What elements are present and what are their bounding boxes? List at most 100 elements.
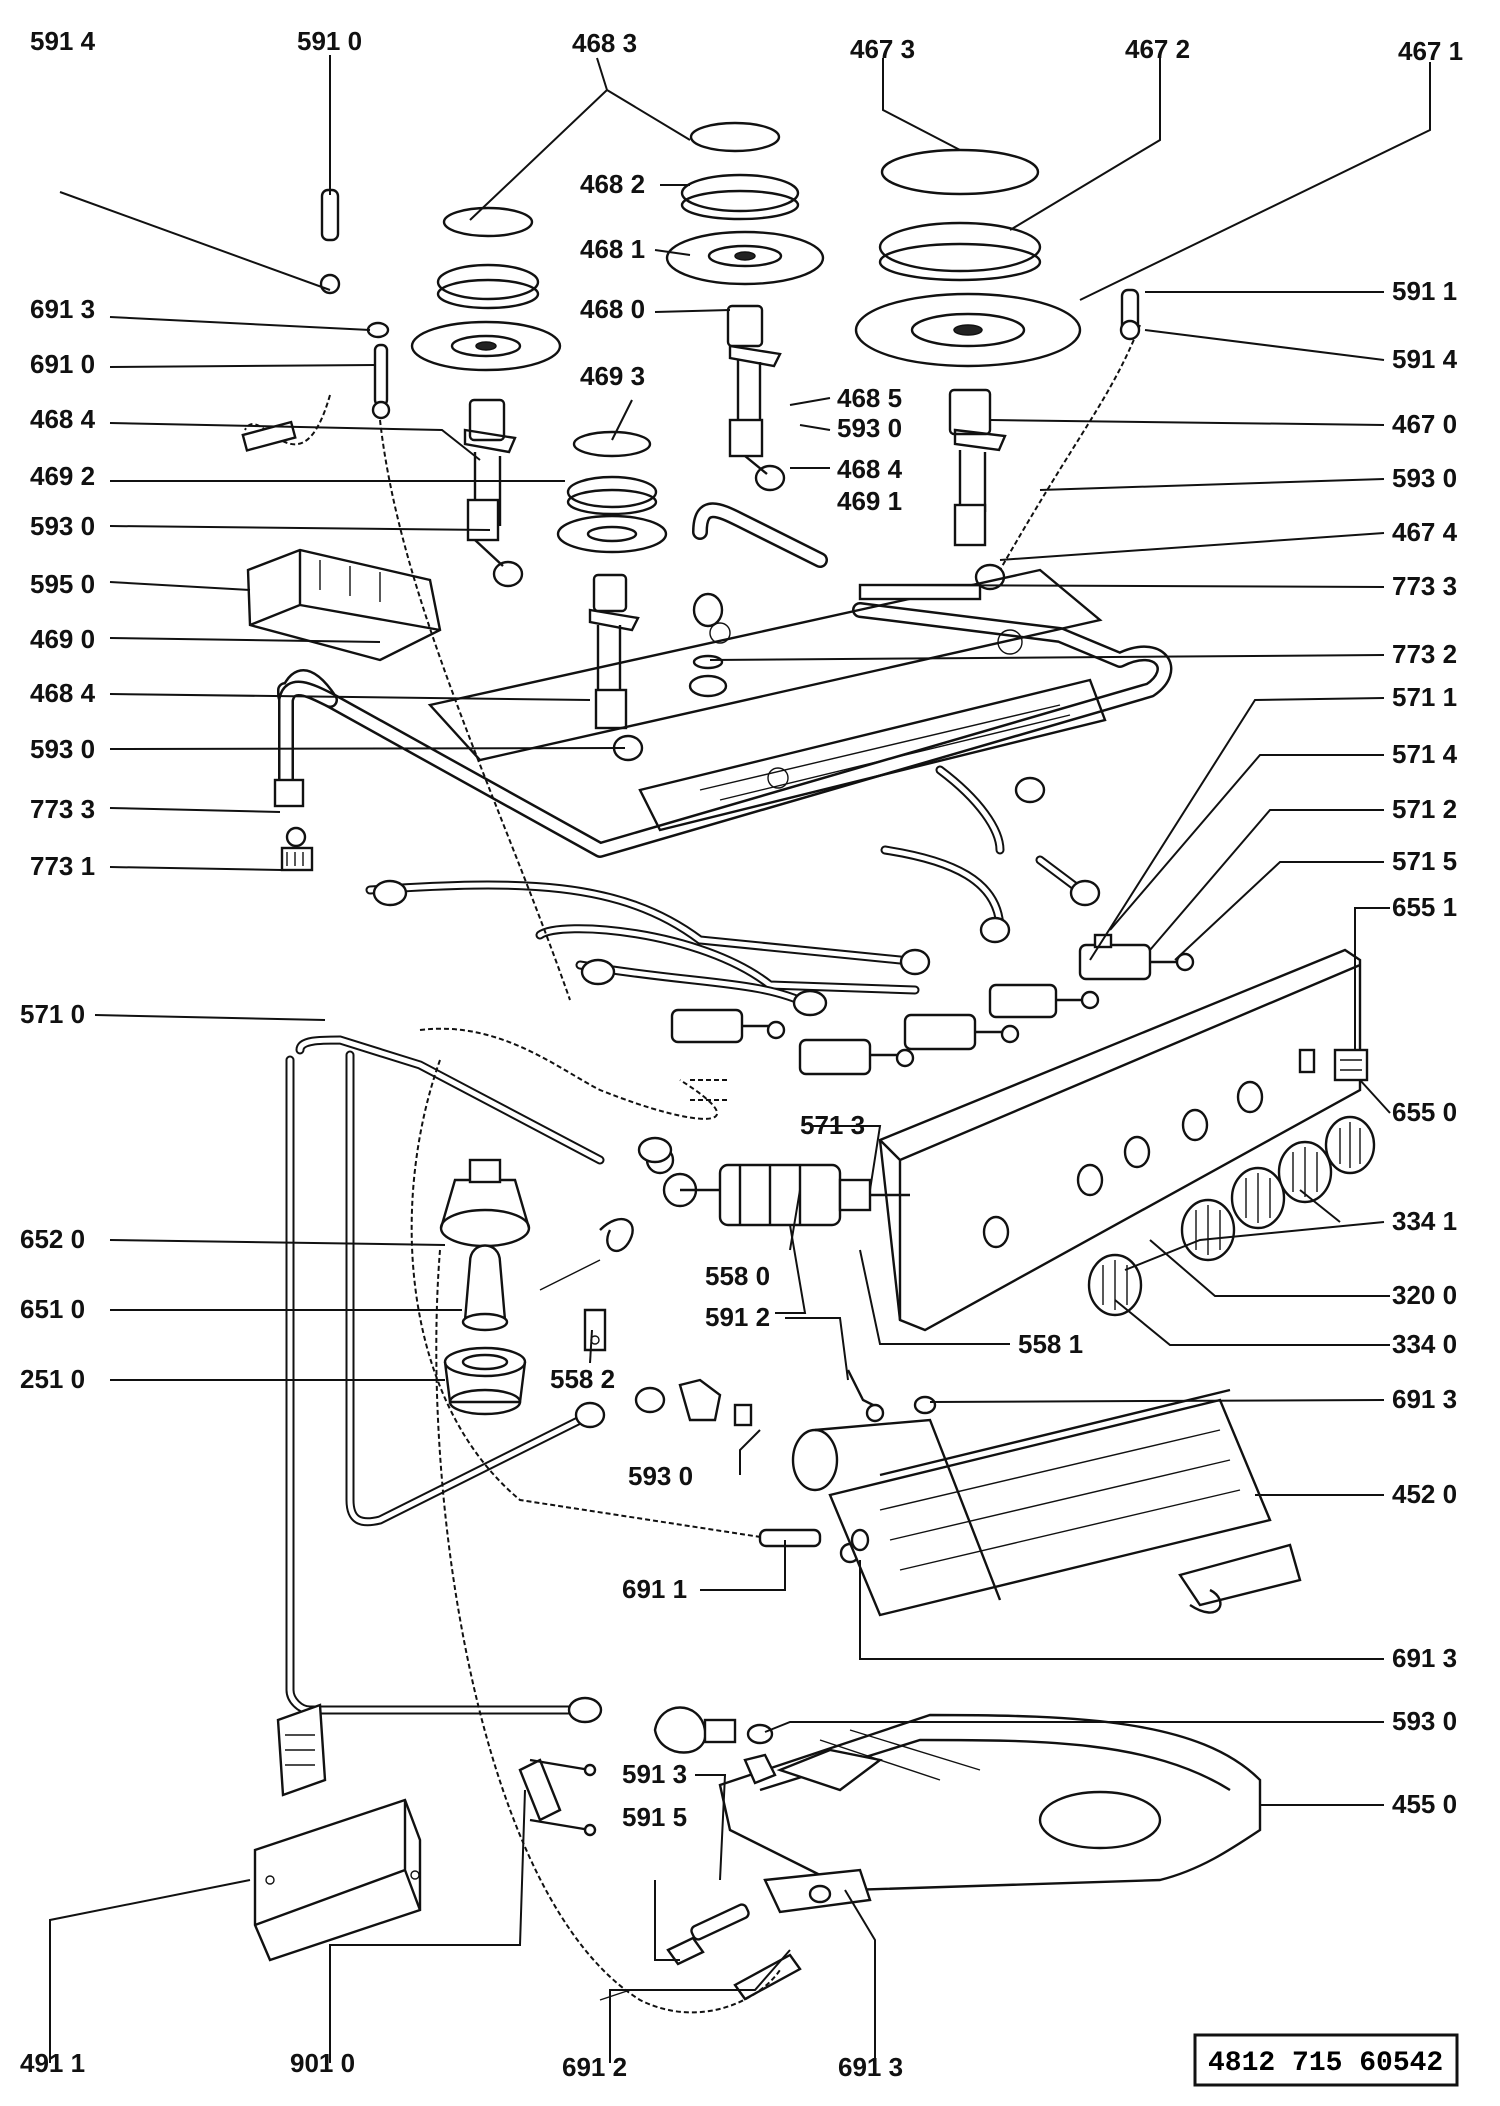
part-labels: 591 4 591 0 468 3 467 3 467 2 467 1 691 …: [20, 26, 1463, 2082]
label-591-0: 591 0: [297, 26, 362, 56]
leader-lines: [49, 55, 1431, 2063]
valve-1: [1078, 933, 1195, 981]
label-320-0: 320 0: [1392, 1280, 1457, 1310]
label-655-0: 655 0: [1392, 1097, 1457, 1127]
label-468-4-mid: 468 4: [30, 678, 96, 708]
spark-electrode-right: [1119, 288, 1141, 341]
label-455-0: 455 0: [1392, 1789, 1457, 1819]
valve-2: [988, 983, 1100, 1019]
burner-body-front: [588, 573, 644, 762]
spark-plug-body: [461, 1244, 509, 1332]
label-591-1: 591 1: [1392, 276, 1457, 306]
ignition-switch: [1333, 1048, 1369, 1082]
label-468-2: 468 2: [580, 169, 645, 199]
label-593-0-d: 593 0: [1392, 463, 1457, 493]
gas-connector-left: [280, 826, 314, 872]
label-334-0: 334 0: [1392, 1329, 1457, 1359]
knob-5: [1324, 1115, 1376, 1175]
label-593-0-c: 593 0: [837, 413, 902, 443]
label-467-4: 467 4: [1392, 517, 1458, 547]
label-773-3-left: 773 3: [30, 794, 95, 824]
injector-bracket-oven: [634, 1378, 937, 1552]
label-251-0: 251 0: [20, 1364, 85, 1394]
label-469-1: 469 1: [837, 486, 902, 516]
gas-tubes: [365, 765, 1101, 1017]
label-468-0: 468 0: [580, 294, 645, 324]
label-691-3-mid: 691 3: [1392, 1384, 1457, 1414]
oven-spark-electrode: [599, 1903, 802, 2001]
label-571-4: 571 4: [1392, 739, 1458, 769]
label-468-5: 468 5: [837, 383, 902, 413]
label-469-2: 469 2: [30, 461, 95, 491]
burner-cap-small-front: [556, 430, 668, 554]
label-691-0: 691 0: [30, 349, 95, 379]
label-652-0: 652 0: [20, 1224, 85, 1254]
oven-injector: [653, 1706, 777, 1785]
label-691-3-bottom: 691 3: [838, 2052, 903, 2082]
drawing-number: 4812 715 60542: [1208, 2048, 1443, 2079]
burner-cap-medium-center: [665, 121, 825, 286]
label-468-4-top: 468 4: [30, 404, 96, 434]
ignition-bracket: [518, 1758, 597, 1837]
label-591-5: 591 5: [622, 1802, 687, 1832]
label-773-2: 773 2: [1392, 639, 1457, 669]
label-571-3: 571 3: [800, 1110, 865, 1140]
label-655-1: 655 1: [1392, 892, 1457, 922]
spring-clip: [539, 1218, 634, 1352]
label-468-3: 468 3: [572, 28, 637, 58]
label-593-0-b: 593 0: [30, 734, 95, 764]
label-593-0-e: 593 0: [628, 1461, 693, 1491]
label-691-3-top: 691 3: [30, 294, 95, 324]
label-591-3: 591 3: [622, 1759, 687, 1789]
valve-3: [903, 1013, 1020, 1051]
knob-3: [1230, 1166, 1286, 1230]
spark-electrode-oven: [758, 1369, 885, 1564]
label-651-0: 651 0: [20, 1294, 85, 1324]
label-591-4: 591 4: [30, 26, 96, 56]
label-571-0: 571 0: [20, 999, 85, 1029]
thermostat-capsule: [439, 1158, 531, 1248]
oven-base-bracket: [763, 1868, 872, 1914]
label-558-1: 558 1: [1018, 1329, 1083, 1359]
control-knobs: [1087, 1115, 1376, 1317]
oven-gas-pipe: [285, 1035, 673, 1724]
label-452-0: 452 0: [1392, 1479, 1457, 1509]
label-467-1: 467 1: [1398, 36, 1463, 66]
mounting-bracket: [253, 1798, 422, 1962]
gas-valves: [670, 933, 1195, 1076]
spark-electrode-left: [241, 188, 341, 452]
thermocouple-wires: [244, 324, 1141, 2014]
label-773-1: 773 1: [30, 851, 95, 881]
label-467-3: 467 3: [850, 34, 915, 64]
label-469-0: 469 0: [30, 624, 95, 654]
spark-electrode-left-2: [366, 321, 391, 420]
label-691-2: 691 2: [562, 2052, 627, 2082]
label-334-1: 334 1: [1392, 1206, 1457, 1236]
label-468-1: 468 1: [580, 234, 645, 264]
knob-4: [1277, 1140, 1333, 1204]
knob-2: [1180, 1198, 1236, 1262]
terminal-block: [276, 1703, 327, 1797]
label-571-1: 571 1: [1392, 682, 1457, 712]
label-571-5: 571 5: [1392, 846, 1457, 876]
label-558-0: 558 0: [705, 1261, 770, 1291]
ignition-module-box: [246, 548, 442, 662]
label-469-3: 469 3: [580, 361, 645, 391]
drawing-number-box: 4812 715 60542: [1193, 2033, 1459, 2087]
burner-body-center: [726, 304, 786, 492]
label-691-3-low: 691 3: [1392, 1643, 1457, 1673]
valve-4: [798, 1038, 915, 1076]
label-467-2: 467 2: [1125, 34, 1190, 64]
oven-burner: [791, 1388, 1302, 1617]
label-591-2: 591 2: [705, 1302, 770, 1332]
burner-cup: [443, 1346, 527, 1416]
label-595-0: 595 0: [30, 569, 95, 599]
label-468-4-right: 468 4: [837, 454, 903, 484]
burner-cap-large-right: [854, 148, 1082, 368]
label-467-0: 467 0: [1392, 409, 1457, 439]
label-691-1: 691 1: [622, 1574, 687, 1604]
control-panel-fascia: [878, 948, 1362, 1332]
label-558-2: 558 2: [550, 1364, 615, 1394]
